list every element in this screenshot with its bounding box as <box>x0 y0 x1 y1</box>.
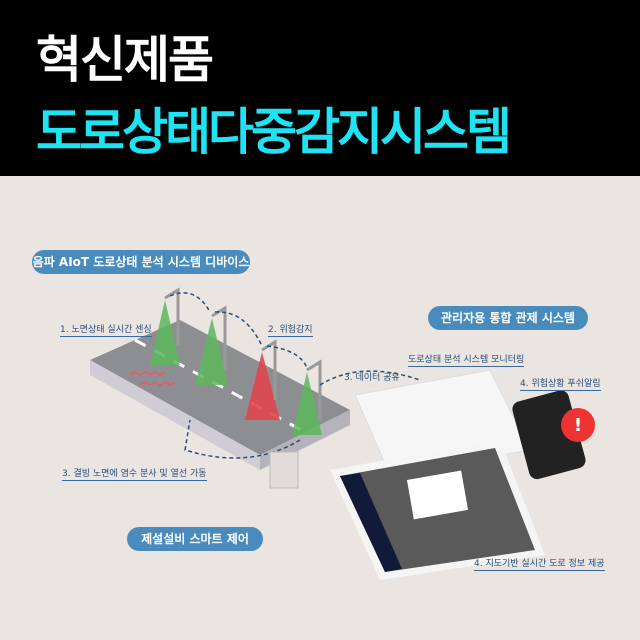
step-share: 3. 데이터 공유 <box>344 373 400 383</box>
sensor-cone <box>150 300 180 365</box>
step-sensing: 1. 노면상태 실시간 센싱 <box>60 322 152 337</box>
control-box <box>269 451 299 489</box>
danger-cone <box>245 352 280 420</box>
step-deicing: 3. 결빙 노면에 염수 분사 및 열선 가동 <box>62 466 207 481</box>
step-push-alert: 4. 위험상황 푸쉬알림 <box>520 376 601 391</box>
sensor-cone <box>195 318 228 385</box>
title: 혁신제품 <box>36 31 214 89</box>
section-control: 관리자용 통합 관제 시스템 <box>428 306 588 330</box>
monitoring-label: 도로상태 분석 시스템 모니터링 <box>408 352 525 367</box>
subtitle: 도로상태다중감지시스템 <box>36 103 512 161</box>
step-map-info: 4. 지도기반 실시간 도로 정보 제공 <box>474 556 605 571</box>
section-snow: 제설설비 스마트 제어 <box>127 527 263 551</box>
sensor-cone <box>292 372 322 435</box>
step-danger: 2. 위험감지 <box>268 322 313 337</box>
svg-text:!: ! <box>574 415 582 436</box>
title-banner: 혁신제품 도로상태다중감지시스템 <box>0 0 640 176</box>
section-device: 음파 AIoT 도로상태 분석 시스템 디바이스 <box>32 250 250 274</box>
